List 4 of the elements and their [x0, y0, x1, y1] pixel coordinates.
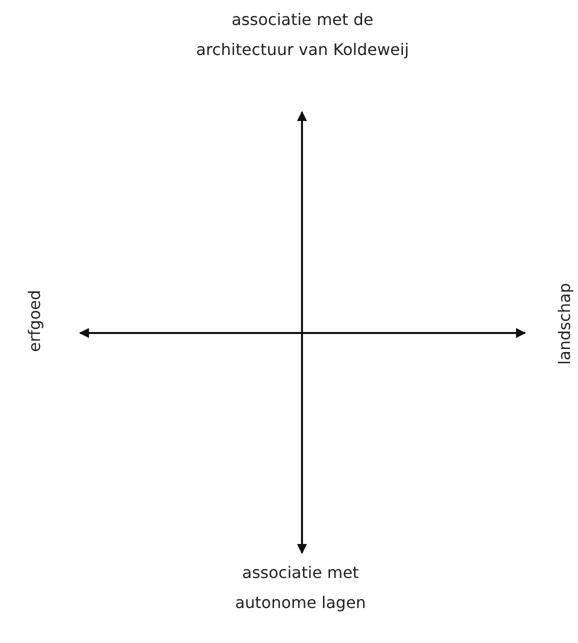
axis-label: erfgoed — [25, 290, 45, 352]
axis-label: associatie met autonome lagen — [234, 562, 367, 614]
axis-label: associatie met de architectuur van Koldeweij — [195, 9, 410, 61]
axis-label: landschap — [555, 283, 575, 365]
